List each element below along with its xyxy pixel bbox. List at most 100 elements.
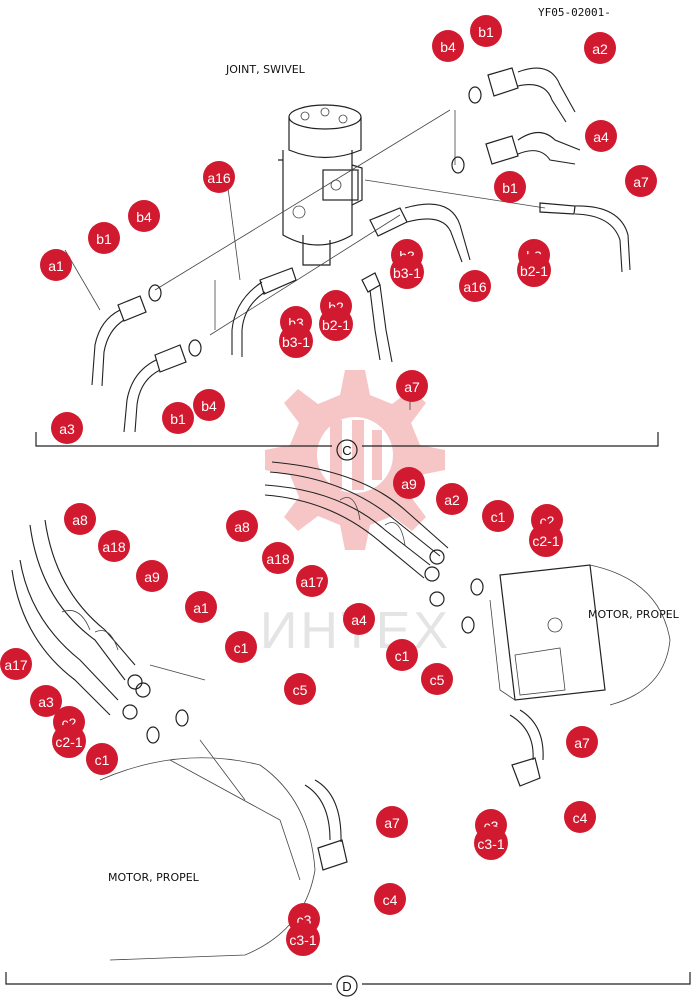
callout-bubble — [279, 324, 313, 358]
callout-bubble — [396, 370, 428, 402]
callout-c1: c1 — [386, 639, 418, 671]
callout-label: a7 — [404, 379, 420, 395]
callout-bubble — [436, 483, 468, 515]
callout-layer: b1b4a2a4b1a7a16b4b1a1b3b3-1b2b2-1a16b2b2… — [0, 15, 657, 956]
callout-a7: a7 — [625, 165, 657, 197]
callout-label: b1 — [170, 411, 186, 427]
callout-a17: a17 — [0, 648, 32, 680]
callout-label: c3-1 — [289, 932, 316, 948]
callout-a3: a3 — [51, 412, 83, 444]
callout-a17: a17 — [296, 565, 328, 597]
callout-label: b3-1 — [393, 265, 421, 281]
callout-bubble — [343, 603, 375, 635]
callout-bubble — [98, 530, 130, 562]
callout-bubble — [459, 270, 491, 302]
callout-label: c3-1 — [477, 836, 504, 852]
callout-a4: a4 — [585, 120, 617, 152]
callout-c3-1: c3-1 — [286, 922, 320, 956]
callout-bubble — [432, 30, 464, 62]
callout-c5: c5 — [421, 663, 453, 695]
callout-label: a17 — [300, 574, 324, 590]
callout-label: c1 — [395, 648, 410, 664]
callout-label: a3 — [38, 694, 54, 710]
callout-b1: b1 — [162, 402, 194, 434]
callout-label: a1 — [48, 258, 64, 274]
callout-b3-1: b3-1 — [390, 255, 424, 289]
callout-label: a2 — [592, 41, 608, 57]
callout-bubble — [584, 32, 616, 64]
callout-bubble — [203, 161, 235, 193]
callout-bubble — [0, 648, 32, 680]
callout-a2: a2 — [436, 483, 468, 515]
callout-bubble — [185, 591, 217, 623]
callout-label: a7 — [574, 735, 590, 751]
joint-swivel-label: JOINT, SWIVEL — [225, 63, 306, 76]
callout-bubble — [128, 200, 160, 232]
drawing-code: YF05-02001- — [538, 6, 611, 19]
callout-label: a18 — [102, 539, 126, 555]
callout-bubble — [482, 500, 514, 532]
callout-label: a8 — [72, 512, 88, 528]
callout-bubble — [625, 165, 657, 197]
callout-label: b1 — [478, 24, 494, 40]
callout-bubble — [517, 253, 551, 287]
callout-bubble — [162, 402, 194, 434]
watermark-gear-icon — [265, 370, 445, 550]
callout-label: a17 — [4, 657, 28, 673]
callout-label: b4 — [440, 39, 456, 55]
callout-bubble — [262, 542, 294, 574]
callout-label: c5 — [430, 672, 445, 688]
callout-bubble — [286, 922, 320, 956]
callout-label: a16 — [207, 170, 231, 186]
callout-label: c1 — [234, 640, 249, 656]
callout-label: a7 — [384, 815, 400, 831]
callout-label: a18 — [266, 551, 290, 567]
callout-bubble — [193, 389, 225, 421]
callout-a16: a16 — [203, 161, 235, 193]
callout-c2-1: c2-1 — [52, 724, 86, 758]
callout-b4: b4 — [432, 30, 464, 62]
callout-bubble — [386, 639, 418, 671]
callout-a8: a8 — [64, 503, 96, 535]
callout-c1: c1 — [482, 500, 514, 532]
callout-label: c1 — [491, 509, 506, 525]
view-c-letter: C — [342, 443, 351, 458]
callout-bubble — [421, 663, 453, 695]
callout-c1: c1 — [225, 631, 257, 663]
motor-propel-left-label: MOTOR, PROPEL — [108, 871, 200, 884]
callout-b2-1: b2-1 — [319, 307, 353, 341]
callout-label: c4 — [573, 810, 588, 826]
callout-bubble — [474, 826, 508, 860]
callout-label: b3-1 — [282, 334, 310, 350]
callout-bubble — [529, 523, 563, 557]
callout-label: c2-1 — [532, 533, 559, 549]
callout-label: b2-1 — [322, 317, 350, 333]
callout-label: a2 — [444, 492, 460, 508]
callout-c4: c4 — [564, 801, 596, 833]
callout-a7: a7 — [396, 370, 428, 402]
callout-a9: a9 — [393, 467, 425, 499]
callout-label: c2-1 — [55, 734, 82, 750]
callout-b4: b4 — [193, 389, 225, 421]
callout-bubble — [494, 171, 526, 203]
callout-label: b1 — [96, 231, 112, 247]
callout-b4: b4 — [128, 200, 160, 232]
callout-label: c5 — [293, 682, 308, 698]
callout-bubble — [136, 560, 168, 592]
callout-c3-1: c3-1 — [474, 826, 508, 860]
callout-label: c1 — [95, 752, 110, 768]
callout-a7: a7 — [566, 726, 598, 758]
callout-bubble — [566, 726, 598, 758]
callout-label: a4 — [593, 129, 609, 145]
callout-label: a7 — [633, 174, 649, 190]
callout-a1: a1 — [185, 591, 217, 623]
callout-b3-1: b3-1 — [279, 324, 313, 358]
callout-label: a9 — [401, 476, 417, 492]
callout-bubble — [585, 120, 617, 152]
callout-label: a4 — [351, 612, 367, 628]
callout-a3: a3 — [30, 685, 62, 717]
callout-bubble — [64, 503, 96, 535]
callout-b1: b1 — [470, 15, 502, 47]
callout-bubble — [40, 249, 72, 281]
